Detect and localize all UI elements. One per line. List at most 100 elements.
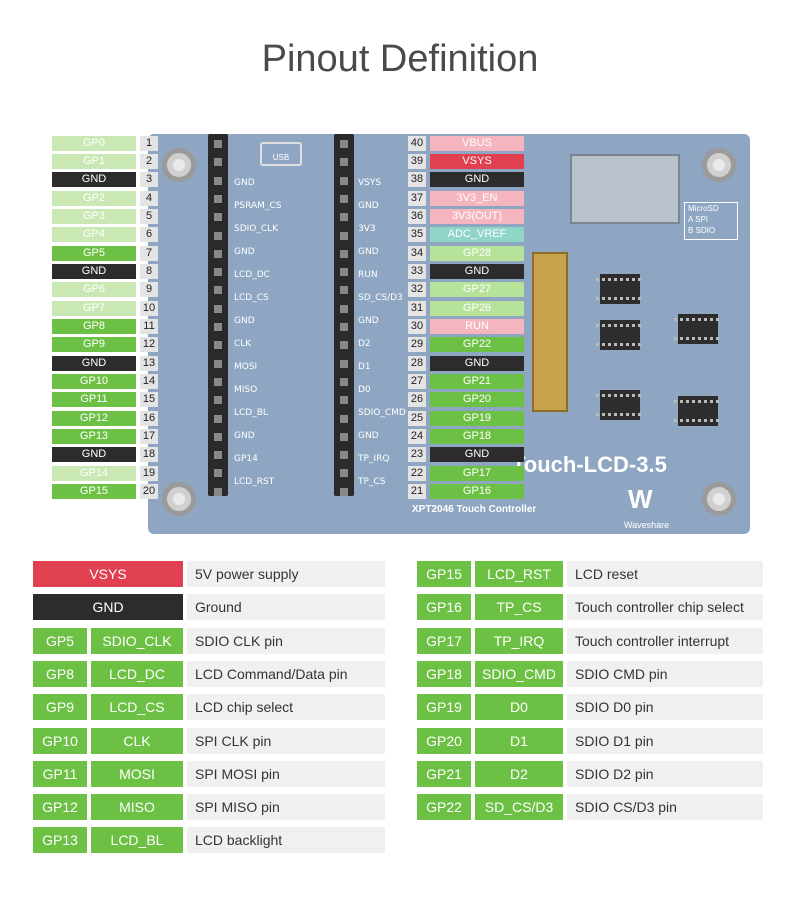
mounting-hole bbox=[162, 482, 196, 516]
pin-number: 27 bbox=[408, 374, 426, 390]
pin-function-label: GND bbox=[52, 172, 136, 188]
pin-number: 17 bbox=[140, 429, 158, 445]
legend-description: SDIO D0 pin bbox=[567, 694, 763, 721]
pin-function-label: GP21 bbox=[430, 374, 524, 390]
silkscreen-label: TP_IRQ bbox=[358, 454, 390, 464]
pin-number: 22 bbox=[408, 465, 426, 481]
pin-function-label: GP20 bbox=[430, 392, 524, 408]
pin-number: 2 bbox=[140, 153, 158, 169]
header-pin bbox=[214, 341, 222, 350]
silkscreen-label: LCD_CS bbox=[234, 293, 269, 303]
pin-function-label: GND bbox=[52, 263, 136, 279]
header-pin bbox=[340, 140, 348, 148]
legend-description: Ground bbox=[187, 594, 385, 621]
legend-function: LCD_RST bbox=[475, 561, 563, 587]
pin-function-label: GP9 bbox=[52, 337, 136, 353]
silkscreen-label: GP14 bbox=[234, 454, 258, 464]
header-pin bbox=[214, 286, 222, 295]
legend-function: LCD_CS bbox=[91, 694, 183, 721]
pin-function-label: GP28 bbox=[430, 245, 524, 261]
silkscreen-label: GND bbox=[234, 431, 255, 441]
microsd-mode-b: B SDIO bbox=[688, 226, 716, 235]
legend-function: LCD_DC bbox=[91, 660, 183, 687]
pin-number: 10 bbox=[140, 300, 158, 316]
legend-description: LCD chip select bbox=[187, 694, 385, 721]
microsd-title: MicroSD bbox=[688, 204, 719, 213]
pin-number: 24 bbox=[408, 429, 426, 445]
pin-function-label: RUN bbox=[430, 319, 524, 334]
legend-gpio: GP12 bbox=[33, 794, 87, 821]
header-pin bbox=[214, 487, 222, 496]
ic-chip bbox=[674, 314, 722, 344]
pin-number: 26 bbox=[408, 392, 426, 408]
pin-number: 9 bbox=[140, 282, 158, 298]
pin-number: 36 bbox=[408, 208, 426, 224]
pin-function-label: GP27 bbox=[430, 282, 524, 298]
pin-function-label: 3V3(OUT) bbox=[430, 208, 524, 224]
pin-number: 25 bbox=[408, 410, 426, 426]
silkscreen-label: GND bbox=[234, 247, 255, 257]
header-pin bbox=[214, 432, 222, 441]
pin-number: 16 bbox=[140, 410, 158, 426]
legend-gpio: GP16 bbox=[417, 594, 471, 621]
legend-function: SDIO_CMD bbox=[475, 660, 563, 687]
fpc-connector bbox=[532, 252, 568, 412]
pin-function-label: GP6 bbox=[52, 282, 136, 298]
pin-function-label: GND bbox=[430, 355, 524, 371]
legend-function: D2 bbox=[475, 760, 563, 787]
silkscreen-label: MOSI bbox=[234, 362, 258, 372]
pin-number: 3 bbox=[140, 172, 158, 188]
legend-gpio: GP15 bbox=[417, 561, 471, 587]
pin-number: 38 bbox=[408, 172, 426, 188]
header-pin bbox=[214, 469, 222, 478]
silkscreen-label: PSRAM_CS bbox=[234, 201, 282, 211]
pin-function-label: GND bbox=[52, 355, 136, 371]
legend-function: LCD_BL bbox=[91, 827, 183, 854]
pin-function-label: GP10 bbox=[52, 374, 136, 390]
silkscreen-label: LCD_RST bbox=[234, 477, 275, 487]
microsd-mode-box: MicroSD A SPI B SDIO bbox=[684, 202, 738, 240]
header-pin bbox=[214, 231, 222, 240]
pin-number: 29 bbox=[408, 337, 426, 353]
left-pin-header bbox=[208, 134, 228, 496]
pin-number: 31 bbox=[408, 300, 426, 316]
header-pin bbox=[340, 304, 348, 313]
silkscreen-label: D0 bbox=[358, 385, 371, 395]
header-pin bbox=[340, 469, 348, 478]
header-pin bbox=[340, 323, 348, 331]
pin-function-label: GND bbox=[430, 447, 524, 463]
legend-description: Touch controller interrupt bbox=[567, 627, 763, 654]
legend-gpio: GP18 bbox=[417, 660, 471, 687]
usb-port: USB bbox=[260, 142, 302, 166]
legend-description: SDIO CMD pin bbox=[567, 660, 763, 687]
pin-function-label: GP14 bbox=[52, 465, 136, 481]
header-pin bbox=[340, 249, 348, 258]
legend-gpio: GP8 bbox=[33, 660, 87, 687]
legend-function: TP_IRQ bbox=[475, 627, 563, 654]
legend-function: D0 bbox=[475, 694, 563, 721]
legend-description: SDIO CS/D3 pin bbox=[567, 794, 763, 821]
legend-description: SDIO D2 pin bbox=[567, 760, 763, 787]
pin-number: 20 bbox=[140, 484, 158, 500]
